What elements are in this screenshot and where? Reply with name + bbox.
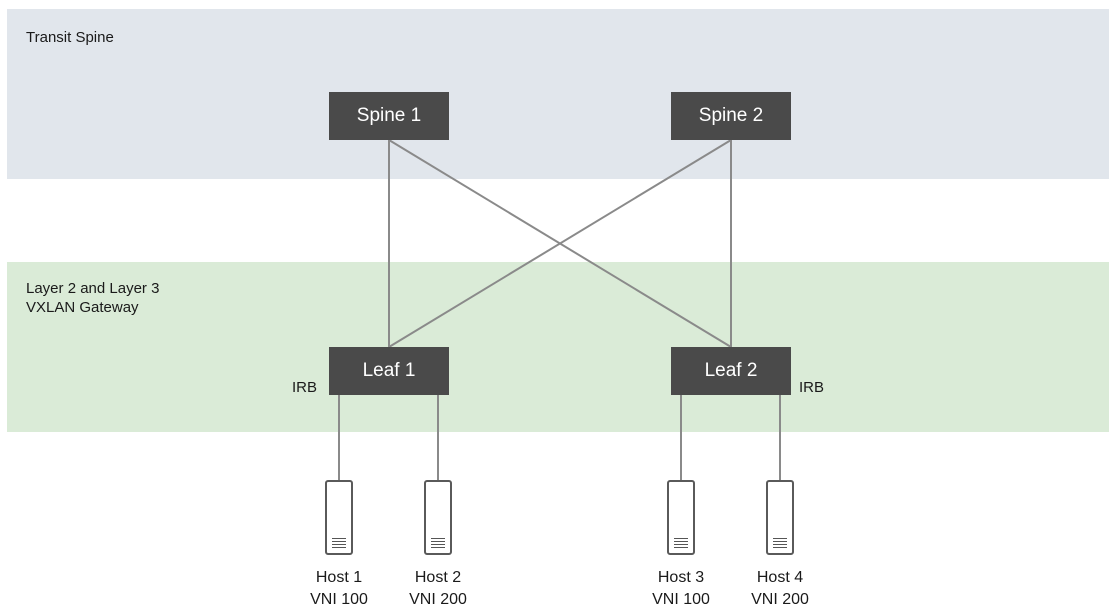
host-1-name: Host 1 bbox=[315, 569, 363, 586]
host-2-vni: VNI 200 bbox=[409, 591, 467, 608]
leaf-2-irb-label: IRB bbox=[799, 379, 825, 396]
host-3-server-icon bbox=[667, 480, 695, 555]
link-spine2-leaf1 bbox=[388, 139, 732, 348]
gateway-band bbox=[7, 262, 1109, 432]
host-1-server-icon bbox=[325, 480, 353, 555]
transit-spine-label: Transit Spine bbox=[26, 29, 114, 46]
host-2-name: Host 2 bbox=[414, 569, 462, 586]
leaf-1-node: Leaf 1 bbox=[329, 347, 449, 395]
host-4-server-icon bbox=[766, 480, 794, 555]
spine-2-label: Spine 2 bbox=[698, 105, 764, 126]
host-2-server-icon bbox=[424, 480, 452, 555]
host-3-name: Host 3 bbox=[657, 569, 705, 586]
leaf-1-label: Leaf 1 bbox=[362, 360, 416, 381]
leaf-1-irb-label: IRB bbox=[292, 379, 318, 396]
host-1-vni: VNI 100 bbox=[310, 591, 368, 608]
spine-1-node: Spine 1 bbox=[329, 92, 449, 140]
host-4-vni: VNI 200 bbox=[751, 591, 809, 608]
leaf-2-node: Leaf 2 bbox=[671, 347, 791, 395]
host-3-vni: VNI 100 bbox=[652, 591, 710, 608]
gateway-label: Layer 2 and Layer 3 VXLAN Gateway bbox=[26, 280, 160, 316]
leaf-2-label: Leaf 2 bbox=[704, 360, 758, 381]
spine-1-label: Spine 1 bbox=[356, 105, 422, 126]
host-4-name: Host 4 bbox=[756, 569, 804, 586]
spine-2-node: Spine 2 bbox=[671, 92, 791, 140]
transit-spine-band bbox=[7, 9, 1109, 179]
